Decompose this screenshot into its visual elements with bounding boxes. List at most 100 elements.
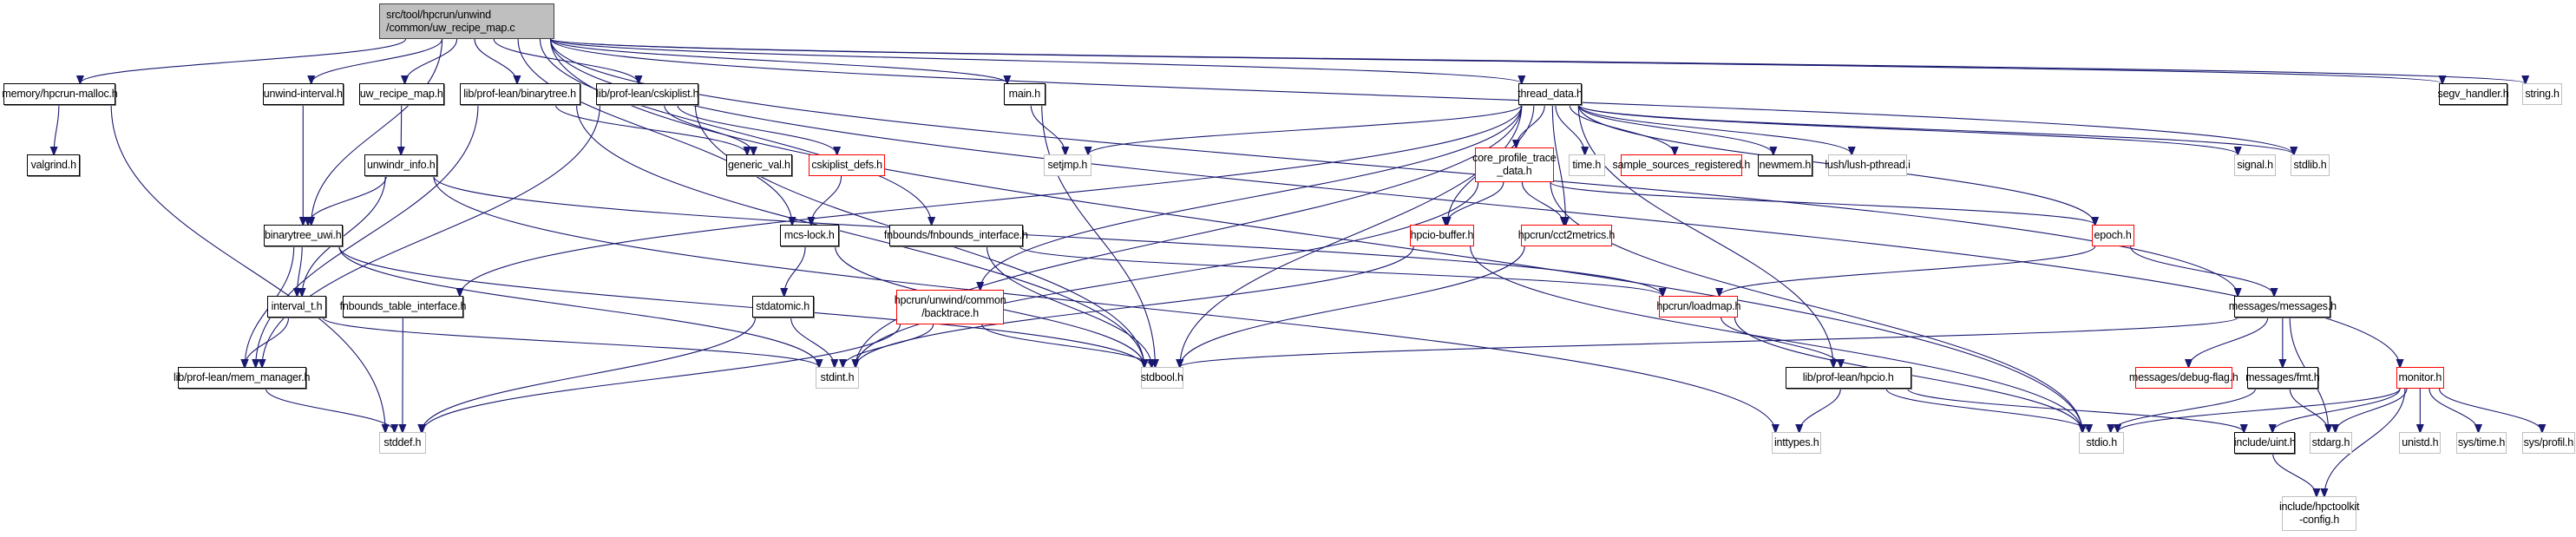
edge-root-to-binarytree bbox=[474, 38, 517, 83]
edge-binarytree-to-stdbool-h bbox=[576, 104, 1144, 367]
edge-hpcio-to-uint-h bbox=[1907, 388, 2245, 432]
graph-node-unwindr-info[interactable]: unwindr_info.h bbox=[364, 154, 437, 176]
graph-node-segv-handler[interactable]: segv_handler.h bbox=[2438, 83, 2509, 105]
graph-node-hpcio-buffer[interactable]: hpcio-buffer.h bbox=[1410, 225, 1474, 246]
edge-binarytree-uwi-to-stdbool-h bbox=[338, 246, 1144, 367]
graph-node-stddef-h[interactable]: stddef.h bbox=[379, 432, 426, 454]
edge-main-h-to-stdbool-h bbox=[1041, 104, 1156, 367]
edge-thread-data-to-stdlib-h bbox=[1577, 104, 2294, 154]
graph-node-loadmap[interactable]: hpcrun/loadmap.h bbox=[1656, 296, 1740, 318]
edge-core-profile-to-epoch bbox=[1550, 181, 2095, 225]
edge-root-to-fnbounds-interface bbox=[539, 38, 931, 225]
graph-node-hpcio[interactable]: lib/prof-lean/hpcio.h bbox=[1785, 367, 1911, 389]
edge-root-to-stdlib-h bbox=[549, 38, 2294, 154]
graph-node-fnbounds-interface[interactable]: fnbounds/fnbounds_interface.h bbox=[884, 225, 1028, 246]
graph-node-valgrind[interactable]: valgrind.h bbox=[27, 154, 81, 176]
graph-node-cskiplist-defs[interactable]: cskiplist_defs.h bbox=[809, 154, 886, 176]
edge-uint-h-to-hpctoolkit-config bbox=[2272, 453, 2317, 496]
graph-node-cskiplist[interactable]: lib/prof-lean/cskiplist.h bbox=[596, 83, 699, 105]
graph-node-signal-h[interactable]: signal.h bbox=[2234, 154, 2277, 176]
edge-cskiplist-to-generic-val bbox=[664, 104, 754, 154]
graph-node-stdlib-h[interactable]: stdlib.h bbox=[2290, 154, 2330, 176]
edge-root-to-stdio-h bbox=[549, 38, 2083, 432]
graph-node-newmem[interactable]: newmem.h bbox=[1757, 154, 1813, 176]
edge-fnbounds-interface-to-stdbool-h bbox=[986, 246, 1151, 367]
edge-thread-data-to-backtrace bbox=[980, 104, 1523, 290]
edge-monitor-to-stdio-h bbox=[2118, 388, 2401, 432]
edge-stdatomic-to-stddef-h bbox=[422, 317, 757, 432]
edge-loadmap-to-hpcio bbox=[1721, 317, 1841, 367]
graph-node-sys-profil[interactable]: sys/profil.h bbox=[2521, 432, 2575, 454]
graph-node-thread-data[interactable]: thread_data.h bbox=[1517, 83, 1583, 105]
graph-node-main-h[interactable]: main.h bbox=[1003, 83, 1045, 105]
graph-node-interval-t[interactable]: interval_t.h bbox=[267, 296, 326, 318]
graph-node-debug-flag[interactable]: messages/debug-flag.h bbox=[2129, 367, 2238, 389]
edge-epoch-to-messages bbox=[2129, 246, 2275, 296]
edge-core-profile-to-hpcio-buffer bbox=[1445, 181, 1504, 225]
graph-node-root[interactable]: src/tool/hpcrun/unwind /common/uw_recipe… bbox=[379, 3, 554, 39]
graph-node-stdatomic[interactable]: stdatomic.h bbox=[751, 296, 814, 318]
edge-unwindr-info-to-loadmap bbox=[433, 175, 1662, 296]
edge-thread-data-to-time-h bbox=[1555, 104, 1585, 154]
edge-main-h-to-setjmp bbox=[1030, 104, 1065, 154]
graph-node-stdio-h[interactable]: stdio.h bbox=[2079, 432, 2125, 454]
graph-node-backtrace[interactable]: hpcrun/unwind/common /backtrace.h bbox=[895, 290, 1006, 324]
edge-cskiplist-to-mem-manager bbox=[262, 104, 601, 367]
graph-node-fmt[interactable]: messages/fmt.h bbox=[2245, 367, 2320, 389]
graph-node-binarytree[interactable]: lib/prof-lean/binarytree.h bbox=[459, 83, 580, 105]
graph-node-stdint-h[interactable]: stdint.h bbox=[815, 367, 860, 389]
edge-core-profile-to-cct2metrics bbox=[1521, 181, 1563, 225]
graph-node-setjmp[interactable]: setjmp.h bbox=[1043, 154, 1092, 176]
edge-mem-manager-to-stddef-h bbox=[265, 388, 394, 432]
edge-cskiplist-to-cskiplist-defs bbox=[677, 104, 837, 154]
edge-monitor-to-uint-h bbox=[2272, 388, 2401, 432]
graph-node-fnbounds-table[interactable]: fnbounds_table_interface.h bbox=[340, 296, 466, 318]
graph-node-monitor[interactable]: monitor.h bbox=[2396, 367, 2444, 389]
edge-binarytree-uwi-to-interval-t bbox=[297, 246, 303, 296]
graph-node-cct2metrics[interactable]: hpcrun/cct2metrics.h bbox=[1518, 225, 1615, 246]
graph-node-time-h[interactable]: time.h bbox=[1568, 154, 1605, 176]
edge-epoch-to-loadmap bbox=[1720, 246, 2096, 296]
graph-node-inttypes-h[interactable]: inttypes.h bbox=[1772, 432, 1822, 454]
edge-root-to-main-h bbox=[549, 38, 1007, 83]
graph-node-messages[interactable]: messages/messages.h bbox=[2229, 296, 2337, 318]
graph-node-stdarg-h[interactable]: stdarg.h bbox=[2309, 432, 2352, 454]
edge-unwindr-info-to-inttypes-h bbox=[433, 175, 1775, 432]
graph-node-unistd-h[interactable]: unistd.h bbox=[2399, 432, 2442, 454]
edge-root-to-binarytree-uwi bbox=[311, 38, 443, 225]
edge-hpcio-to-inttypes-h bbox=[1799, 388, 1841, 432]
edge-root-to-segv-handler bbox=[549, 38, 2443, 83]
graph-node-uint-h[interactable]: include/uint.h bbox=[2234, 432, 2296, 454]
graph-node-generic-val[interactable]: generic_val.h bbox=[725, 154, 793, 176]
graph-node-lush-pthread[interactable]: lush/lush-pthread.i bbox=[1825, 154, 1911, 176]
graph-node-epoch[interactable]: epoch.h bbox=[2091, 225, 2134, 246]
graph-node-mem-manager[interactable]: lib/prof-lean/mem_manager.h bbox=[174, 367, 310, 389]
graph-node-stdbool-h[interactable]: stdbool.h bbox=[1140, 367, 1183, 389]
edge-messages-to-debug-flag bbox=[2189, 317, 2269, 367]
graph-node-core-profile[interactable]: core_profile_trace _data.h bbox=[1472, 147, 1557, 182]
edge-monitor-to-sys-profil bbox=[2438, 388, 2542, 432]
edge-backtrace-to-stdbool-h bbox=[981, 324, 1151, 367]
graph-node-hpctoolkit-config[interactable]: include/hpctoolkit -config.h bbox=[2279, 496, 2359, 531]
edge-unwindr-info-to-binarytree-uwi bbox=[308, 175, 387, 225]
graph-node-uw-recipe-map[interactable]: uw_recipe_map.h bbox=[358, 83, 444, 105]
graph-node-sys-time[interactable]: sys/time.h bbox=[2456, 432, 2507, 454]
edge-stdatomic-to-stdint-h bbox=[790, 317, 835, 367]
edge-mcs-lock-to-stdatomic bbox=[784, 246, 806, 296]
edge-monitor-to-stdarg-h bbox=[2336, 388, 2408, 432]
graph-node-sample-sources[interactable]: sample_sources_registered.h bbox=[1613, 154, 1750, 176]
edge-fmt-to-stdio-h bbox=[2111, 388, 2257, 432]
edge-interval-t-to-stdint-h bbox=[322, 317, 819, 367]
edge-thread-data-to-newmem bbox=[1577, 104, 1773, 154]
graph-node-hpcrun-malloc[interactable]: memory/hpcrun-malloc.h bbox=[2, 83, 118, 105]
graph-node-unwind-interval[interactable]: unwind-interval.h bbox=[262, 83, 344, 105]
edge-root-to-hpcrun-malloc bbox=[80, 38, 407, 83]
edge-thread-data-to-setjmp bbox=[1088, 104, 1523, 154]
graph-node-string-h[interactable]: string.h bbox=[2521, 83, 2563, 105]
graph-node-mcs-lock[interactable]: mcs-lock.h bbox=[779, 225, 839, 246]
edge-core-profile-to-stdint-h bbox=[855, 181, 1479, 367]
graph-node-binarytree-uwi[interactable]: binarytree_uwi.h bbox=[263, 225, 343, 246]
edge-fmt-to-stdarg-h bbox=[2289, 388, 2328, 432]
edge-monitor-to-hpctoolkit-config bbox=[2324, 388, 2406, 496]
edge-binarytree-uwi-to-stdint-h bbox=[338, 246, 819, 367]
